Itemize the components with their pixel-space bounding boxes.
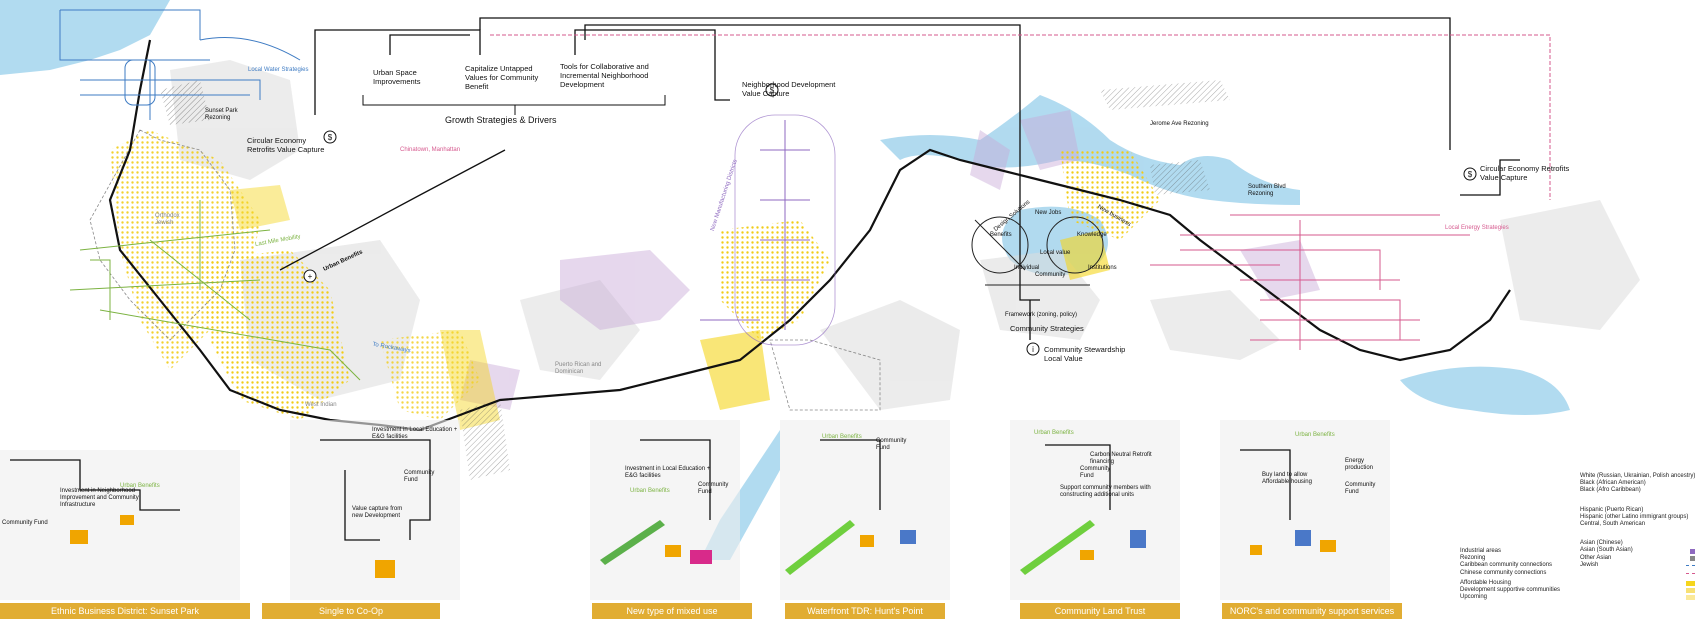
legend-ethnic-row: Central, South American <box>1580 520 1646 527</box>
legend: Industrial areas Rezoning Caribbean comm… <box>1460 548 1695 601</box>
dollar-glyph: $ <box>770 86 775 95</box>
legend-ethnic-row: Hispanic (other Latino immigrant groups) <box>1580 513 1689 520</box>
cycle-new-jobs: New Jobs <box>1035 210 1062 216</box>
dollar-icon <box>323 130 337 144</box>
legend-row: Chinese community connections <box>1460 570 1695 577</box>
plus-icon <box>303 269 317 283</box>
southern-blvd-label: Southern Blvd Rezoning <box>1248 184 1286 197</box>
legend-row: Rezoning <box>1460 555 1695 562</box>
strategy-capitalize: Capitalize Untapped Values for Community… <box>465 64 539 91</box>
inset-buy-land: Buy land to allow Affordable housing <box>1262 472 1312 485</box>
plus-glyph: + <box>308 272 313 281</box>
legend-ethnic-row: Jewish <box>1580 561 1599 568</box>
inset-community-fund-5: Community Fund <box>1080 466 1111 479</box>
legend-row: Upcoming <box>1460 594 1695 601</box>
title-community-land-trust: Community Land Trust <box>1020 603 1180 619</box>
community-cycle <box>971 216 1104 286</box>
inset-community-fund-1: Community Fund <box>2 520 48 526</box>
legend-row: Development supportive communities <box>1460 587 1695 594</box>
title-single-to-coop: Single to Co-Op <box>262 603 440 619</box>
value-badges <box>303 83 1477 356</box>
growth-strategies-heading: Growth Strategies & Drivers <box>445 115 557 125</box>
inset-urban-benefits-5: Urban Benefits <box>1034 430 1074 436</box>
title-sunset-park: Ethnic Business District: Sunset Park <box>0 603 250 619</box>
legend-row: Industrial areas <box>1460 548 1695 555</box>
orthodox-label: Orthodox Jewish <box>155 213 180 226</box>
legend-row: Caribbean community connections <box>1460 562 1695 569</box>
inset-carbon: Carbon Neutral Retrofit financing <box>1090 452 1152 465</box>
growth-bracket <box>362 95 666 115</box>
dollar-glyph: $ <box>1468 170 1473 179</box>
title-mixed-use: New type of mixed use <box>592 603 752 619</box>
legend-ethnic-row: Asian (Chinese) <box>1580 540 1623 547</box>
title-hunts-point: Waterfront TDR: Hunt's Point <box>785 603 945 619</box>
strategy-neighborhood-value-capture: Neighborhood Development Value Capture <box>742 80 836 98</box>
dollar-icon <box>1463 167 1477 181</box>
inset-community-fund-6: Community Fund <box>1345 482 1376 495</box>
local-energy-label: Local Energy Strategies <box>1445 225 1509 231</box>
strategy-tools: Tools for Collaborative and Incremental … <box>560 62 649 89</box>
legend-ethnic-row: Other Asian <box>1580 554 1612 561</box>
strategy-connectors <box>279 17 1520 340</box>
community-stewardship-label: Community Stewardship Local Value <box>1044 345 1126 363</box>
jerome-label: Jerome Ave Rezoning <box>1150 121 1209 127</box>
cycle-local-value: Local value <box>1040 250 1071 256</box>
info-icon <box>1026 342 1040 356</box>
inset-panels <box>0 420 1390 600</box>
community-strategies-label: Community Strategies <box>1010 324 1084 333</box>
chinatown-label: Chinatown, Manhattan <box>400 147 461 153</box>
strategy-circular-right: Circular Economy Retrofits Value Capture <box>1480 164 1570 182</box>
dollar-glyph: $ <box>328 133 333 142</box>
cycle-knowledge: Knowledge <box>1077 232 1107 238</box>
inset-community-fund-4: Community Fund <box>876 438 907 451</box>
legend-ethnic-row: Hispanic (Puerto Rican) <box>1580 506 1644 513</box>
legend-ethnic-row: Black (Afro Caribbean) <box>1580 487 1641 494</box>
strategy-urban-space: Urban Space Improvements <box>373 68 421 86</box>
cycle-community: Community <box>1035 272 1066 278</box>
local-water-label: Local Water Strategies <box>248 67 309 73</box>
connector-line <box>108 39 1511 432</box>
mobility-flow <box>69 200 361 381</box>
district-boundaries <box>89 129 881 411</box>
inset-value-capture-2: Value capture from new Development <box>352 506 403 519</box>
ethnic-legend: White (Russian, Ukrainian, Polish ancest… <box>1580 473 1698 569</box>
inset-investment-edu-2: Investment in Local Education + E&G faci… <box>372 427 458 440</box>
energy-flow <box>1150 214 1470 350</box>
rezoning-areas <box>160 80 1230 480</box>
inset-urban-benefits-3: Urban Benefits <box>630 488 670 494</box>
strategy-circular-left: Circular Economy Retrofits Value Capture <box>247 136 325 154</box>
pink-connector <box>490 34 1551 200</box>
inset-community-fund-2: Community Fund <box>404 470 435 483</box>
info-glyph: i <box>1032 345 1034 354</box>
cycle-individual: Individual <box>1014 265 1040 271</box>
inset-energy: Energy production <box>1345 458 1374 471</box>
legend-ethnic-row: White (Russian, Ukrainian, Polish ancest… <box>1580 473 1696 479</box>
title-norc: NORC's and community support services <box>1222 603 1402 619</box>
cycle-framework: Framework (zoning, policy) <box>1005 312 1078 318</box>
legend-ethnic-row: Black (African American) <box>1580 480 1646 487</box>
water-flow <box>59 9 301 120</box>
west-indian-label: West Indian <box>305 402 337 408</box>
inset-investment-edu-3: Investment in Local Education + E&G faci… <box>625 466 711 479</box>
sunset-park-label: Sunset Park Rezoning <box>205 108 238 121</box>
manufacturing-loop <box>700 114 836 346</box>
inset-support-members: Support community members with construct… <box>1060 485 1151 498</box>
puerto-rican-label: Puerto Rican and Dominican <box>555 362 602 375</box>
cycle-institutions: Institutions <box>1088 265 1117 271</box>
inset-urban-benefits-6: Urban Benefits <box>1295 432 1335 438</box>
inset-community-fund-3: Community Fund <box>698 482 729 495</box>
legend-row: Affordable Housing <box>1460 580 1695 587</box>
inset-frames <box>10 439 1291 541</box>
inset-urban-benefits-4: Urban Benefits <box>822 434 862 440</box>
inset-investment-infra-1: Investment in Neighborhood Improvement a… <box>60 488 139 508</box>
legend-ethnic-row: Asian (South Asian) <box>1580 547 1633 554</box>
inset-urban-benefits-1: Urban Benefits <box>120 483 160 489</box>
dollar-icon <box>765 83 779 97</box>
cycle-benefits: Benefits <box>990 232 1012 238</box>
